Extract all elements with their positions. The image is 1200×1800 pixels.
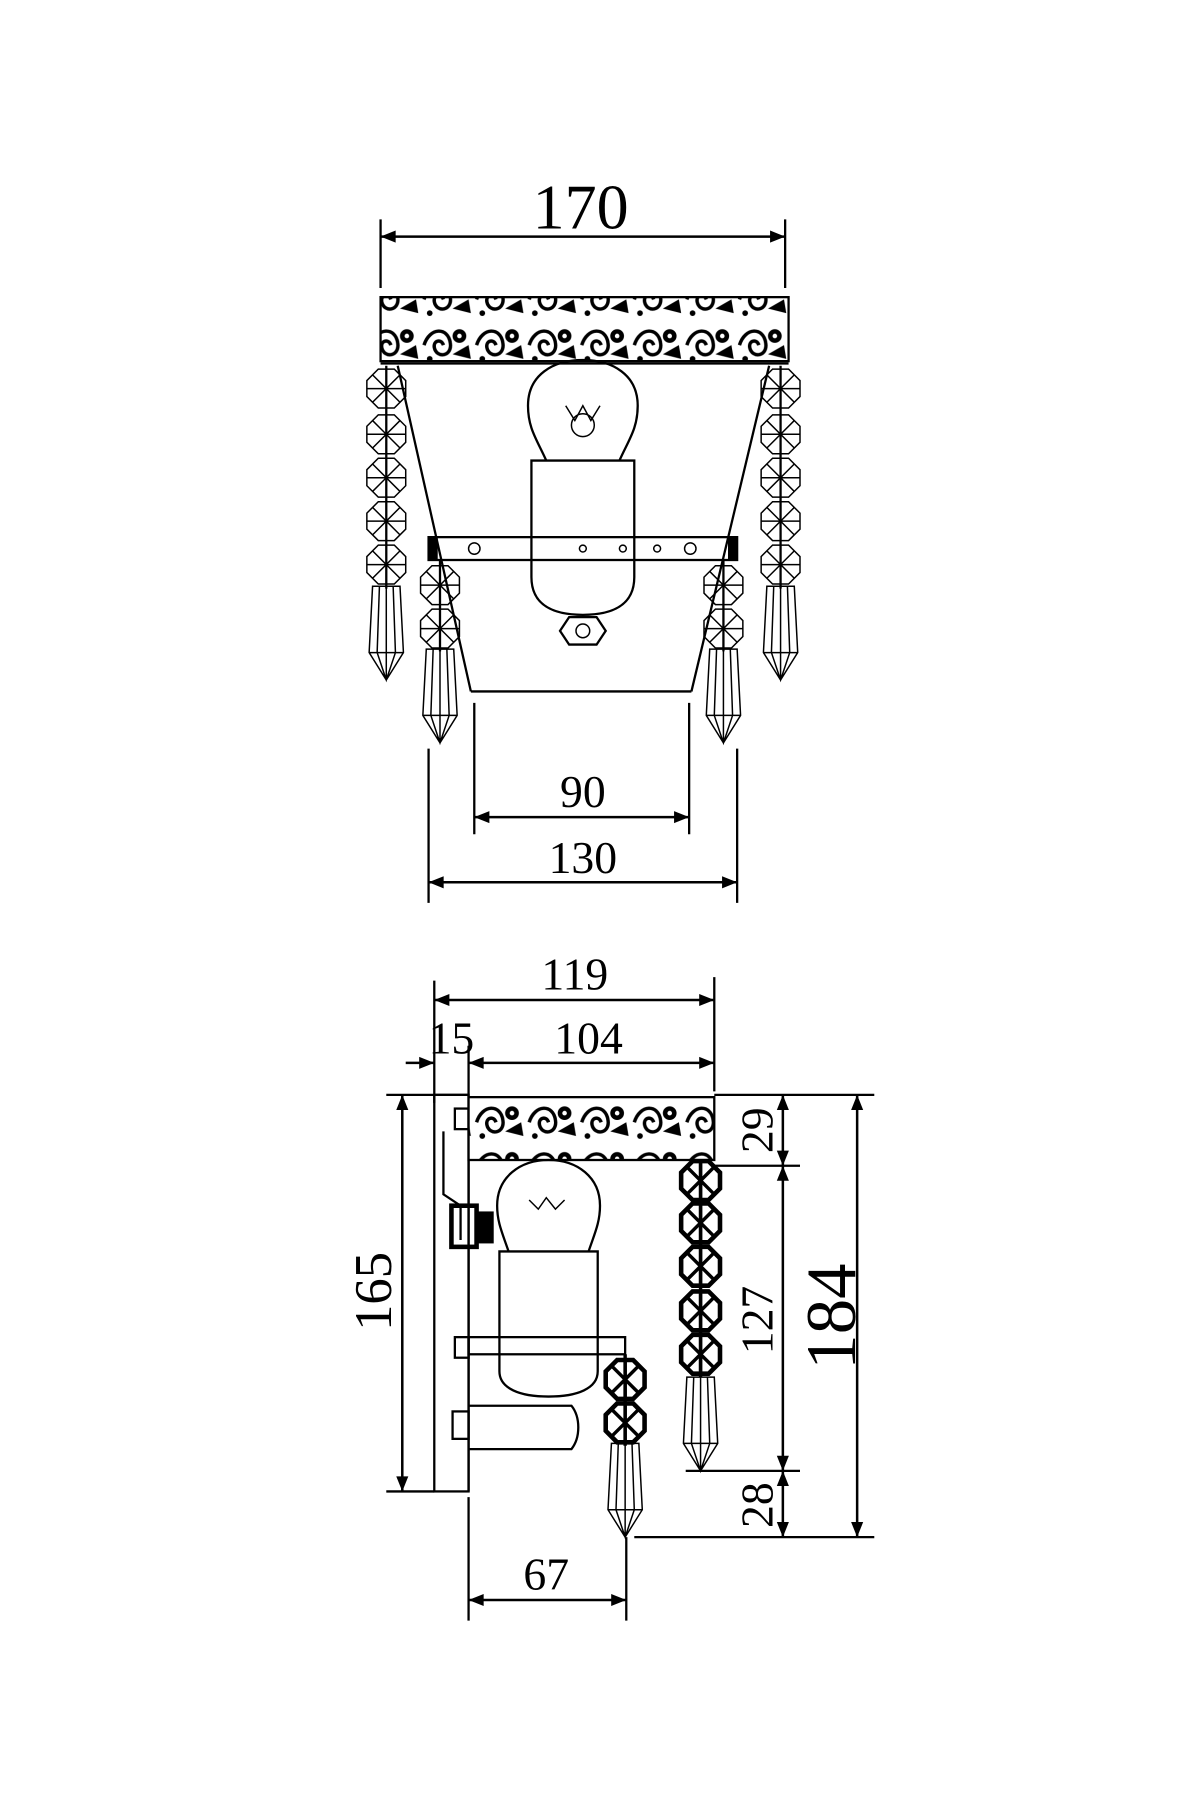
mounting-bar [427, 536, 739, 562]
crystal-chain-left-inner [419, 560, 461, 744]
bulb [526, 358, 639, 646]
crystal-chain-left-outer [366, 365, 407, 681]
dimension-overall-width: 170 [379, 172, 787, 288]
dimension-vertical-breakdown: 29 127 28 [634, 1094, 875, 1539]
dimension-label-104: 104 [554, 1013, 623, 1064]
dimension-label-119: 119 [541, 949, 608, 1000]
crystal-chain-right-outer [760, 365, 801, 681]
dimension-overall-depth: 119 [433, 949, 716, 1103]
dimension-overall-height: 184 [793, 1094, 871, 1538]
bulb-side [467, 1158, 627, 1451]
dimension-label-184: 184 [793, 1263, 871, 1369]
dimension-label-127: 127 [732, 1286, 783, 1355]
dimension-bracket-width: 130 [427, 748, 739, 903]
dimension-base-width: 90 [473, 702, 691, 835]
ornamental-band [379, 295, 790, 365]
dimension-label-130: 130 [549, 832, 618, 883]
dimension-label-90: 90 [560, 766, 606, 817]
dimension-plate-height: 165 [345, 1094, 435, 1493]
crystal-chain-side-front [681, 1160, 720, 1472]
dimension-pendant-offset: 67 [467, 1497, 628, 1621]
wall-plate [433, 1093, 494, 1493]
dimension-label-15: 15 [429, 1013, 475, 1064]
dimension-label-29: 29 [732, 1107, 783, 1153]
crystal-chain-side-inner [606, 1354, 645, 1538]
dimension-label-28: 28 [732, 1482, 783, 1528]
dimension-label-165: 165 [345, 1252, 403, 1331]
ornamental-band-side [467, 1095, 716, 1162]
dimension-label-170: 170 [533, 172, 629, 243]
crystal-chain-right-inner [703, 560, 744, 744]
dimension-label-67: 67 [523, 1549, 569, 1600]
front-view: 170 [366, 172, 801, 903]
side-view: 119 15 104 165 [345, 949, 875, 1621]
